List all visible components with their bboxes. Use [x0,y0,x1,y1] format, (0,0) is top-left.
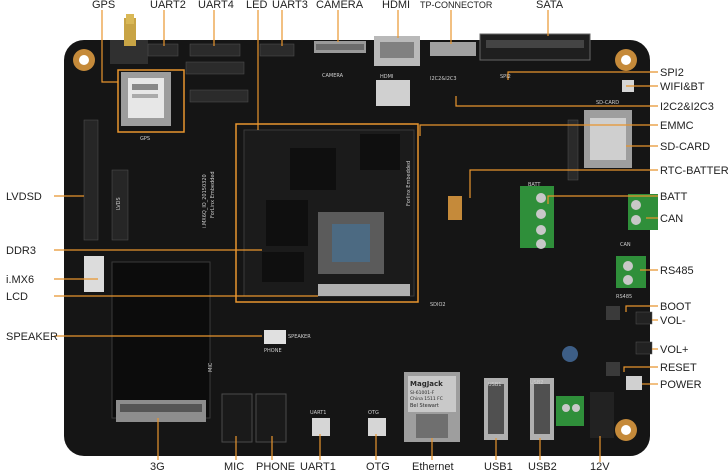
gps-module [110,14,171,126]
silk-batt: BATT [528,182,541,188]
silk-otg: OTG [368,410,379,416]
silk-hdmi: HDMI [380,74,393,80]
magjack-logo: MagJack [410,380,443,388]
label-led: LED [246,0,267,11]
label-i2c: I2C2&I2C3 [660,101,714,113]
silkscreen-text: GPS CAMERA HDMI I2C2&I2C3 SPI2 SD-CARD B… [116,73,632,416]
labels-right: SPI2 WIFI&BT I2C2&I2C3 EMMC SD-CARD RTC-… [660,67,728,391]
label-otg: OTG [366,461,390,472]
label-can: CAN [660,213,683,225]
lcd-connector [318,284,410,296]
label-3g: 3G [150,461,165,472]
label-usb2: USB2 [528,461,557,472]
silk-phone: PHONE [264,348,282,354]
label-reset: RESET [660,362,697,374]
silk-gps: GPS [140,136,150,142]
label-rs485: RS485 [660,265,694,277]
label-gps: GPS [92,0,115,11]
label-rtc-battery: RTC-BATTERY [660,165,728,177]
magjack-model: SI-61001-F [410,390,435,396]
label-ethernet: Ethernet [412,461,454,472]
label-tp-connector: TP-CONNECTOR [420,0,493,10]
silk-spi: SPI2 [500,74,511,80]
label-uart1: UART1 [300,461,336,472]
silk-vendor: ForLinx Embedded [210,171,216,218]
label-vol-plus: VOL+ [660,344,688,356]
top-connectors [314,33,591,106]
label-sata: SATA [536,0,564,11]
side-buttons [562,306,653,390]
label-ddr3: DDR3 [6,245,36,257]
label-uart4: UART4 [198,0,234,11]
label-uart3: UART3 [272,0,308,11]
silk-i2c: I2C2&I2C3 [430,76,457,82]
label-sd-card: SD-CARD [660,141,710,153]
label-mic: MIC [224,461,244,472]
label-power: POWER [660,379,702,391]
labels-left: LVDSD DDR3 i.MX6 LCD SPEAKER [6,191,58,343]
labels-bottom: 3G MIC PHONE UART1 OTG Ethernet USB1 USB… [150,461,610,472]
label-phone: PHONE [256,461,295,472]
label-usb1: USB1 [484,461,513,472]
label-lcd: LCD [6,291,28,303]
bottom-connectors [221,330,614,443]
silk-usb1: USB1 [488,382,501,388]
magjack-sub: China 1511 FC [410,396,443,402]
right-components [448,80,634,220]
silk-speaker: SPEAKER [288,334,311,340]
label-boot: BOOT [660,301,691,313]
label-spi2: SPI2 [660,67,684,79]
silk-uart1: UART1 [310,410,326,416]
label-lvdsd: LVDSD [6,191,42,203]
silk-core-vendor: Forlinx Embedded [406,161,412,206]
label-imx6: i.MX6 [6,274,34,286]
label-emmc: EMMC [660,120,694,132]
silk-sdcard: SD-CARD [596,100,619,106]
silk-board-id: i.MX6Q_IO_20150320 [202,174,208,228]
pin-headers-top [147,43,295,103]
silk-usb2: USB2 [530,380,543,386]
leader-lines [54,10,658,462]
silk-sdio: SDIO2 [430,302,446,308]
label-hdmi: HDMI [382,0,410,11]
magjack-brand: Bel Stewart [410,403,439,409]
silk-can: CAN [620,242,631,248]
label-uart2: UART2 [150,0,186,11]
silk-rs485: RS485 [616,294,632,300]
3g-slot [111,261,211,422]
lvds-header [83,119,129,292]
callout-boxes [117,69,419,303]
label-speaker: SPEAKER [6,331,58,343]
silk-lvds: LVDS [116,197,122,210]
magjack-text: MagJack SI-61001-F China 1511 FC Bel Ste… [410,380,443,409]
label-camera: CAMERA [316,0,364,11]
label-batt: BATT [660,191,688,203]
silk-mic: MIC [208,362,214,372]
label-vol-minus: VOL- [660,315,686,327]
core-board [243,129,415,297]
label-12v: 12V [590,461,610,472]
label-wifi-bt: WIFI&BT [660,81,705,93]
silk-camera: CAMERA [322,73,344,79]
labels-top: GPS UART2 UART4 LED UART3 CAMERA HDMI TP… [92,0,564,11]
